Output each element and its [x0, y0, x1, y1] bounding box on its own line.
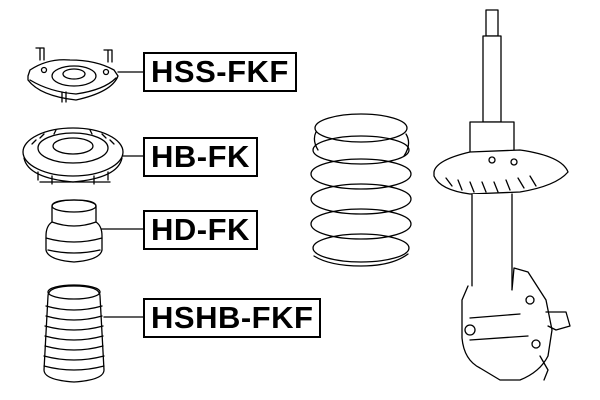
label-hshb-fkf: HSHB-FKF [143, 298, 322, 338]
strut-assembly-illustration [433, 9, 571, 381]
label-hss-fkf: HSS-FKF [143, 52, 297, 92]
label-hb-fk: HB-FK [143, 137, 258, 177]
dust-boot-illustration [43, 284, 105, 383]
coil-spring-illustration [310, 113, 412, 267]
bearing-illustration [22, 127, 124, 185]
label-hd-fk: HD-FK [143, 210, 258, 250]
strut-mount-illustration [27, 47, 119, 103]
bump-stop-illustration [45, 199, 103, 263]
